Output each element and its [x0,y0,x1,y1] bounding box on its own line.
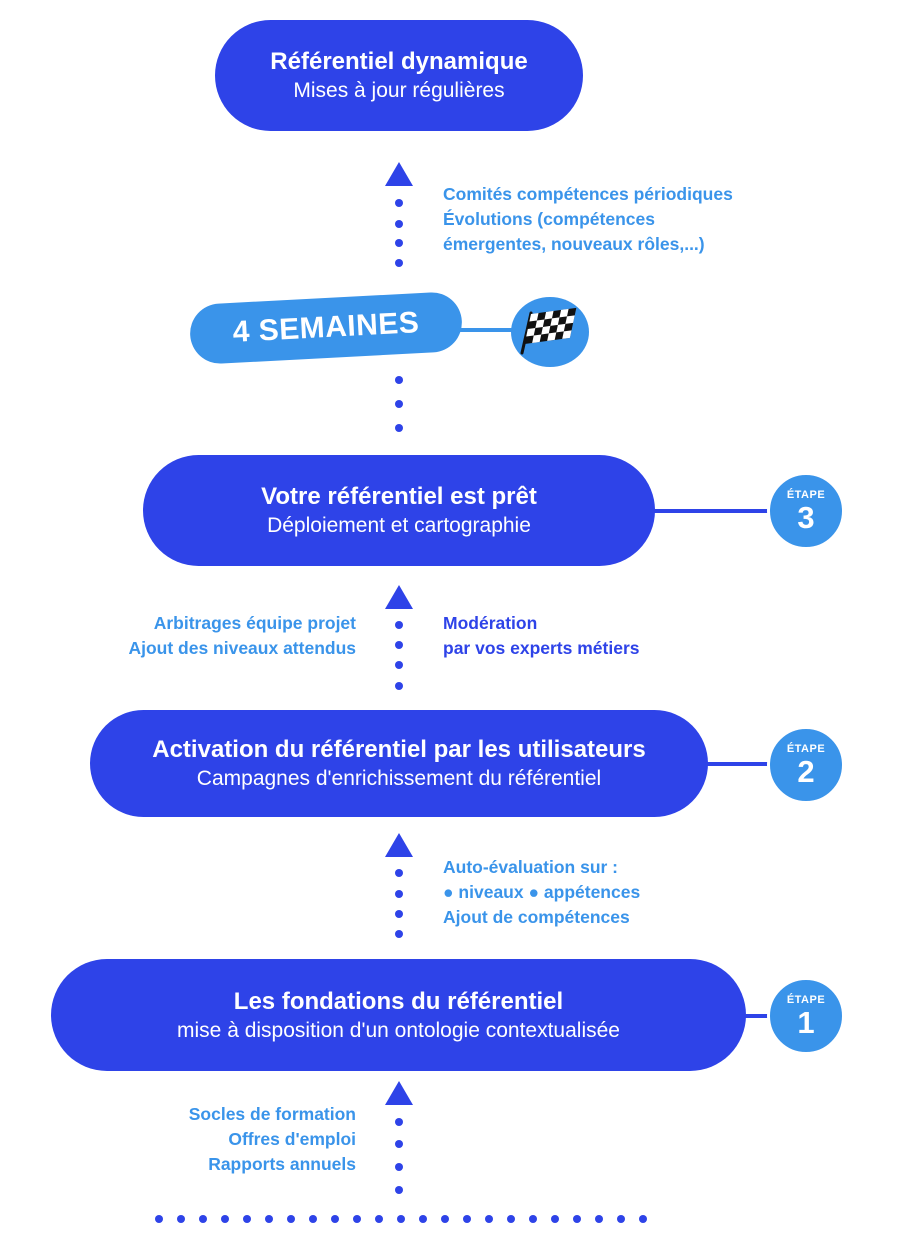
bottom-dot [221,1215,229,1223]
note-ready-right: Modération par vos experts métiers [443,611,640,661]
connector-dot [395,930,403,938]
bottom-dot [419,1215,427,1223]
note-activation: Auto-évaluation sur : ● niveaux ● appéte… [443,855,640,930]
bottom-dot [463,1215,471,1223]
step-badge-label: ÉTAPE [786,489,826,501]
bottom-dot [177,1215,185,1223]
bottom-dot [573,1215,581,1223]
checkered-flag-svg [520,307,577,355]
bottom-dot [595,1215,603,1223]
step3-connector-line [640,509,780,513]
connector-dot [395,890,403,898]
bottom-dot [243,1215,251,1223]
step-foundations-title: Les fondations du référentiel [233,987,564,1015]
note-line: Arbitrages équipe projet [153,613,356,633]
connector-dot [395,376,403,384]
note-line: Modération [443,613,538,633]
bottom-dot [551,1215,559,1223]
step1-connector-line [730,1014,780,1018]
connector-dot [395,400,403,408]
connector-dot [395,661,403,669]
connector-dot [395,424,403,432]
step-foundations-pill: Les fondations du référentiel mise à dis… [51,959,746,1071]
connector-dot [395,1186,403,1194]
step-dynamic-title: Référentiel dynamique [270,48,528,75]
step-activation-pill: Activation du référentiel par les utilis… [90,710,708,817]
note-line: Offres d'emploi [228,1129,356,1149]
step-badge-number: 3 [797,500,815,535]
connector-dot [395,259,403,267]
note-line: Rapports annuels [208,1154,356,1174]
weeks-badge: 4 SEMAINES [188,290,464,366]
checkered-flag-icon [511,297,589,367]
step-badge-number: 1 [797,1005,815,1040]
step-ready-subtitle: Déploiement et cartographie [267,514,531,537]
triangle-up-icon [385,833,413,857]
connector-dot [395,1140,403,1148]
step-1-badge: ÉTAPE 1 [767,977,845,1055]
connector-dot [395,220,403,228]
bottom-dot [199,1215,207,1223]
note-line: Évolutions (compétences [443,209,655,229]
bottom-dot [331,1215,339,1223]
connector-dot [395,199,403,207]
note-line: Comités compétences périodiques [443,184,733,204]
bottom-dot [617,1215,625,1223]
step-badge-label: ÉTAPE [786,743,826,755]
note-dynamic: Comités compétences périodiques Évolutio… [443,182,733,257]
triangle-up-icon [385,1081,413,1105]
connector-dot [395,682,403,690]
bottom-dot [155,1215,163,1223]
step-activation-subtitle: Campagnes d'enrichissement du référentie… [196,767,602,790]
note-line: Auto-évaluation sur : [443,857,619,877]
step-dynamic-pill: Référentiel dynamique Mises à jour régul… [215,20,583,131]
step2-connector-line [690,762,780,766]
note-foundations: Socles de formation Offres d'emploi Rapp… [60,1102,356,1177]
step-2-badge: ÉTAPE 2 [767,726,845,804]
triangle-up-icon [385,585,413,609]
step-foundations-subtitle: mise à disposition d'un ontologie contex… [177,1018,620,1042]
bottom-dot [309,1215,317,1223]
connector-dot [395,621,403,629]
bottom-dot [353,1215,361,1223]
note-line: ● niveaux ● appétences [443,882,641,902]
bottom-dot [287,1215,295,1223]
note-line: par vos experts métiers [443,638,640,658]
note-line: Ajout de compétences [443,907,630,927]
bottom-dot [441,1215,449,1223]
connector-dot [395,641,403,649]
note-ready-left: Arbitrages équipe projet Ajout des nivea… [60,611,356,661]
bottom-dot [265,1215,273,1223]
step-ready-title: Votre référentiel est prêt [261,483,537,510]
step-3-badge: ÉTAPE 3 [767,472,845,550]
connector-dot [395,1163,403,1171]
connector-dot [395,239,403,247]
note-line: émergentes, nouveaux rôles,...) [443,234,705,254]
connector-dot [395,1118,403,1126]
bottom-dot [485,1215,493,1223]
connector-dot [395,869,403,877]
note-line: Socles de formation [188,1104,356,1124]
weeks-connector-line [450,328,520,332]
step-ready-pill: Votre référentiel est prêt Déploiement e… [143,455,655,566]
step-badge-number: 2 [797,754,815,789]
bottom-dot [529,1215,537,1223]
step-dynamic-subtitle: Mises à jour régulières [293,79,505,102]
note-line: Ajout des niveaux attendus [128,638,356,658]
triangle-up-icon [385,162,413,186]
bottom-dot [375,1215,383,1223]
bottom-dot [397,1215,405,1223]
step-badge-label: ÉTAPE [786,994,826,1006]
step-activation-title: Activation du référentiel par les utilis… [152,736,646,763]
bottom-dot [507,1215,515,1223]
connector-dot [395,910,403,918]
bottom-dot [639,1215,647,1223]
